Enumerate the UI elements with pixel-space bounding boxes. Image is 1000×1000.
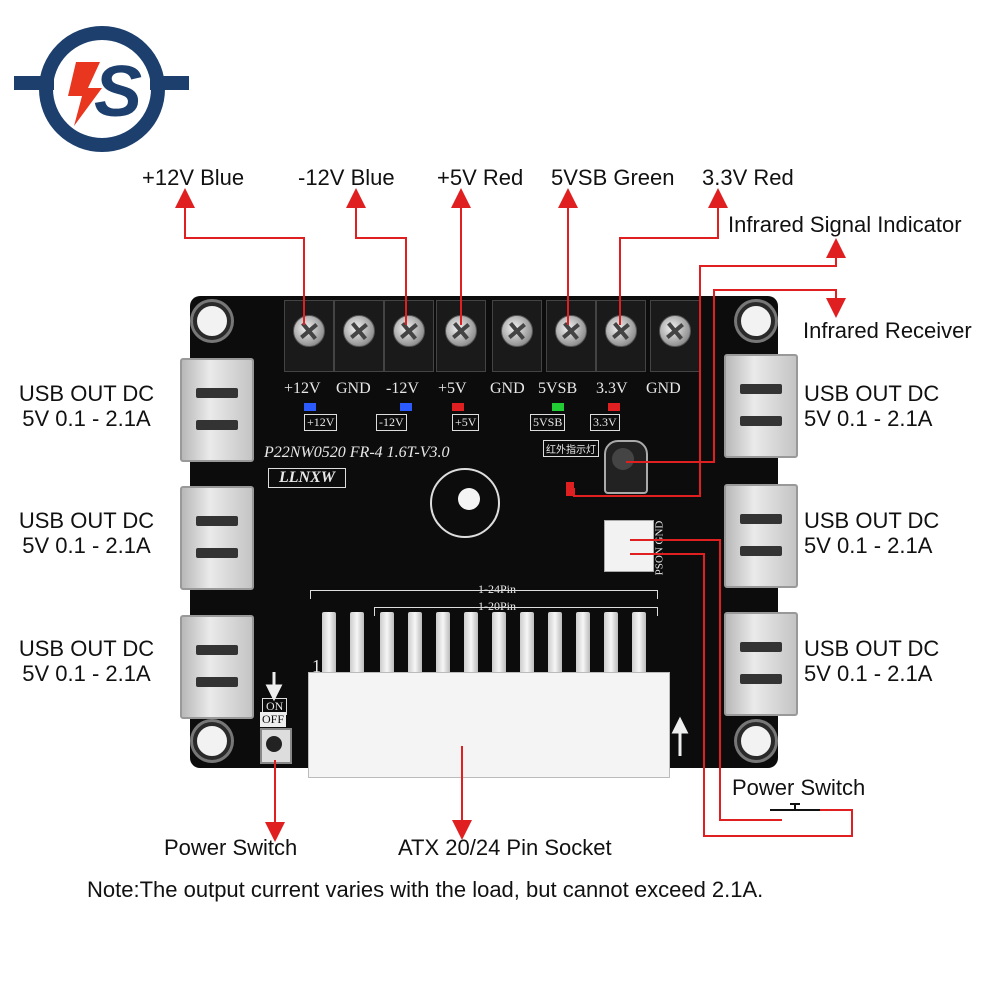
led-green	[552, 403, 564, 411]
screw-icon	[343, 315, 375, 347]
pin-bracket-20	[374, 607, 658, 616]
silk-pin20: 1-20Pin	[478, 599, 517, 613]
screw-icon	[659, 315, 691, 347]
usb-port-left-2	[180, 486, 254, 590]
label-ir-receiver: Infrared Receiver	[803, 318, 972, 343]
label-minus12v-blue: -12V Blue	[298, 165, 395, 190]
label-power-switch-bottom: Power Switch	[164, 835, 298, 860]
silk-led-minus12v: -12V	[376, 414, 407, 431]
atx-pin	[322, 612, 336, 674]
mount-hole	[737, 302, 775, 340]
atx-pin	[350, 612, 364, 674]
terminal-screw	[384, 300, 434, 372]
mount-hole	[193, 722, 231, 760]
usb-port-right-3	[724, 612, 798, 716]
board-ir-chinese-text: 红外指示灯	[543, 440, 599, 457]
atx-pin	[632, 612, 646, 674]
board-power-switch-button[interactable]	[266, 736, 282, 752]
atx-pin	[548, 612, 562, 674]
led-red	[608, 403, 620, 411]
atx-pin	[492, 612, 506, 674]
silk-led-plus5v: +5V	[452, 414, 480, 431]
silk-led-3v3: 3.3V	[590, 414, 620, 431]
led-red	[452, 403, 464, 411]
board-brand-text: LLNXW	[268, 468, 346, 488]
label-plus5v-red: +5V Red	[437, 165, 524, 190]
brand-logo: S	[14, 14, 190, 164]
screw-icon	[393, 315, 425, 347]
switch-symbol	[770, 803, 820, 811]
pin-bracket-24	[310, 590, 658, 599]
atx-pin	[520, 612, 534, 674]
led-blue	[400, 403, 412, 411]
atx-pin	[464, 612, 478, 674]
usb-port-right-2	[724, 484, 798, 588]
silk-pin24: 1-24Pin	[478, 582, 517, 596]
atx-pin	[604, 612, 618, 674]
terminal-screw	[492, 300, 542, 372]
screw-icon	[501, 315, 533, 347]
mount-hole	[737, 722, 775, 760]
board-model-text: P22NW0520 FR-4 1.6T-V3.0	[264, 444, 450, 461]
label-power-switch-right: Power Switch	[732, 775, 866, 800]
silk-terminal-gnd: GND	[646, 380, 681, 397]
arrow-ir-indicator	[573, 238, 846, 497]
buzzer	[430, 468, 500, 538]
arrow-3v3	[619, 188, 728, 325]
logo-letter: S	[94, 52, 142, 132]
led-blue	[304, 403, 316, 411]
label-5vsb-green: 5VSB Green	[551, 165, 675, 190]
usb-port-right-1	[724, 354, 798, 458]
usb-port-left-1	[180, 358, 254, 462]
buzzer-core	[458, 488, 480, 510]
line-pson-switch-1	[630, 539, 782, 821]
terminal-screw	[546, 300, 596, 372]
label-atx-socket: ATX 20/24 Pin Socket	[398, 835, 612, 860]
atx-pin	[576, 612, 590, 674]
led-ir-indicator	[566, 482, 574, 496]
atx-socket	[308, 672, 670, 778]
silk-led-5vsb: 5VSB	[530, 414, 566, 431]
silk-led-plus12v: +12V	[304, 414, 338, 431]
atx-pin	[380, 612, 394, 674]
pson-connector	[604, 520, 654, 572]
silk-terminal-gnd: GND	[336, 380, 371, 397]
arrow-minus12v	[346, 188, 407, 325]
silk-switch-off: OFF	[260, 712, 287, 727]
up-arrow-icon	[671, 716, 689, 756]
silk-terminal-gnd: GND	[490, 380, 525, 397]
arrow-ir-receiver	[626, 289, 846, 463]
ir-receiver-dome	[612, 448, 634, 470]
silk-terminal-plus12v: +12V	[284, 380, 321, 397]
atx-pin	[436, 612, 450, 674]
silk-terminal-3v3: 3.3V	[596, 380, 628, 397]
usb-port-left-3	[180, 615, 254, 719]
line-pson-switch-2	[630, 553, 853, 837]
screw-icon	[293, 315, 325, 347]
screw-icon	[555, 315, 587, 347]
mount-hole	[193, 302, 231, 340]
label-3v3-red: 3.3V Red	[702, 165, 794, 190]
silk-terminal-plus5v: +5V	[438, 380, 467, 397]
atx-pin	[408, 612, 422, 674]
label-plus12v-blue: +12V Blue	[142, 165, 245, 190]
terminal-screw	[284, 300, 334, 372]
down-arrow-icon	[265, 672, 283, 702]
terminal-screw	[334, 300, 384, 372]
silk-pin-one: 1	[312, 656, 321, 676]
arrow-plus12v	[175, 188, 305, 325]
note-text: Note:The output current varies with the …	[87, 877, 764, 902]
terminal-screw	[650, 300, 700, 372]
label-ir-indicator: Infrared Signal Indicator	[728, 212, 962, 237]
silk-terminal-5vsb: 5VSB	[538, 380, 578, 397]
silk-terminal-minus12v: -12V	[386, 380, 419, 397]
